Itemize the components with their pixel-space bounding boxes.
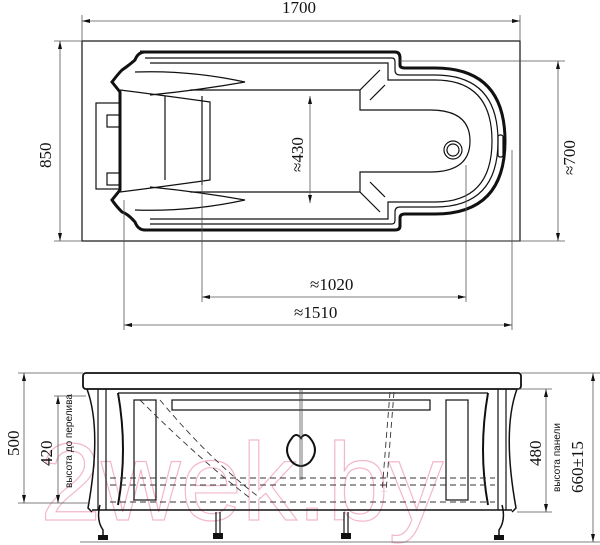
dim-bowl-width: ≈700 xyxy=(560,140,579,175)
dim-inner-width: ≈430 xyxy=(288,137,307,172)
dim-height-with-legs: 660±15 xyxy=(568,441,587,493)
dim-overall-length: 1700 xyxy=(282,0,316,17)
label-panel-height: высота панели xyxy=(552,423,563,492)
dim-overall-width: 850 xyxy=(36,143,55,169)
center-handle-icon xyxy=(286,434,316,467)
dim-height-total: 500 xyxy=(4,431,23,457)
drain-icon xyxy=(443,140,463,160)
panel-slot xyxy=(171,399,431,411)
side-rim xyxy=(82,372,522,390)
dim-overflow-height: 420 xyxy=(37,441,56,467)
top-view: 1700 850 ≈430 ≈700 ≈1020 ≈1510 xyxy=(36,0,579,330)
dim-bowl-length: ≈1510 xyxy=(294,303,337,322)
label-overflow-height: высота до перелива xyxy=(64,394,75,488)
top-outer-rect xyxy=(81,40,521,242)
dim-bottom-length: ≈1020 xyxy=(310,275,353,294)
tub-outline xyxy=(82,41,520,80)
legs xyxy=(97,504,505,540)
overflow-slot xyxy=(497,134,504,158)
side-view: 500 420 высота до перелива 480 высота па… xyxy=(4,372,600,543)
watermark: 2wek.by xyxy=(40,421,444,544)
headrest-block xyxy=(95,102,121,190)
dim-panel-height: 480 xyxy=(526,441,545,467)
